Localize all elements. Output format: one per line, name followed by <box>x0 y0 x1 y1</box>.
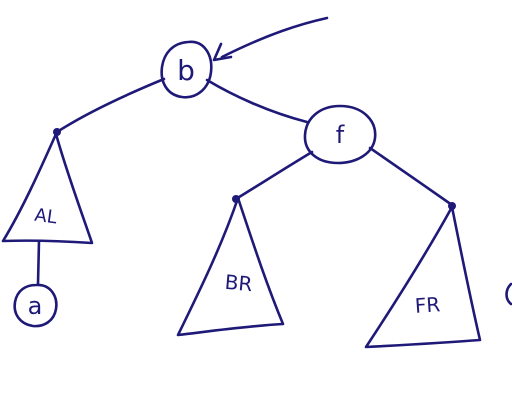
node-b-circle <box>160 40 213 99</box>
node-f-label: f <box>336 121 345 149</box>
incoming-pointer-arrow <box>212 16 329 62</box>
edge-left-subtree-to-a <box>36 239 41 286</box>
node-b: b <box>160 40 213 99</box>
edge-fragment-mark <box>505 282 512 306</box>
right-subtree: FR <box>364 205 482 349</box>
edge-f-to-right-subtree <box>368 146 454 207</box>
edge-f-to-middle-subtree <box>234 150 314 201</box>
node-a-label: a <box>28 292 43 320</box>
node-f-circle <box>303 104 377 165</box>
left-subtree: AL <box>1 132 94 245</box>
middle-subtree-label: BR <box>224 270 254 296</box>
left-subtree-triangle <box>1 132 94 245</box>
right-subtree-triangle <box>364 205 482 349</box>
edge-b-to-f <box>205 78 309 124</box>
middle-subtree-triangle <box>176 196 285 337</box>
middle-subtree: BR <box>176 196 285 337</box>
right-subtree-label: FR <box>414 292 441 318</box>
edge-b-to-left-subtree <box>55 77 166 134</box>
node-b-label: b <box>177 54 195 87</box>
node-a: a <box>13 283 58 328</box>
node-a-circle <box>13 283 58 328</box>
left-subtree-label: AL <box>33 205 58 229</box>
node-f: f <box>303 104 377 165</box>
